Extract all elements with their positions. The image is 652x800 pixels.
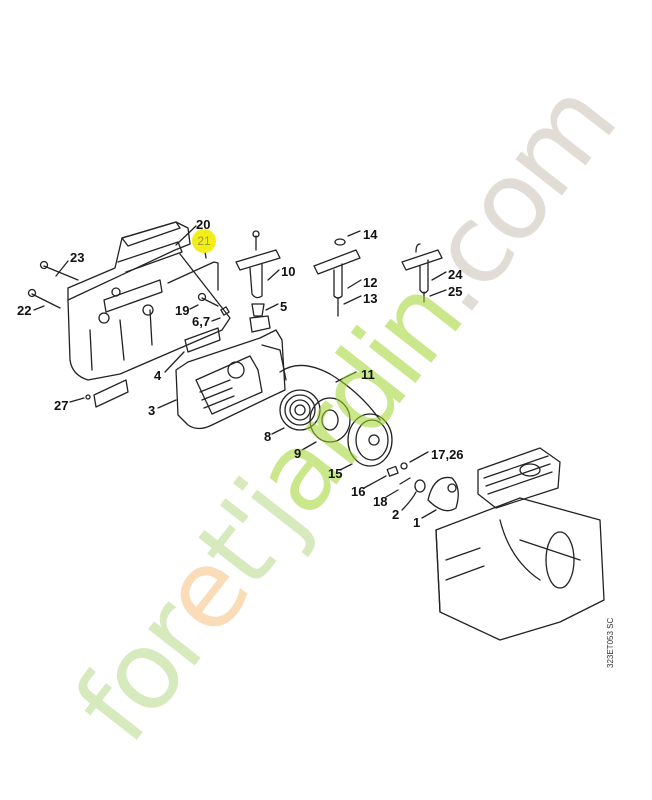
- callout-23[interactable]: 23: [70, 250, 85, 265]
- screw-22-part: [27, 288, 61, 309]
- grip-10-part: [235, 230, 281, 299]
- callout-14[interactable]: 14: [363, 227, 378, 242]
- callout-25[interactable]: 25: [448, 284, 463, 299]
- drawing-code: 323ET053 SC: [606, 617, 615, 668]
- spring-cover-9-part: [309, 397, 351, 443]
- callout-12[interactable]: 12: [363, 275, 378, 290]
- callout-17-26[interactable]: 17,26: [431, 447, 464, 462]
- screw-23-part: [39, 260, 79, 281]
- starter-cup-1-part: [427, 476, 459, 512]
- callout-16[interactable]: 16: [351, 484, 366, 499]
- rewind-spring-8-part: [279, 389, 321, 431]
- engine-crankcase-part: [435, 447, 605, 641]
- callout-6-7[interactable]: 6,7: [192, 314, 211, 329]
- grip-12-part: [313, 238, 361, 317]
- callout-18[interactable]: 18: [373, 494, 388, 509]
- callout-3[interactable]: 3: [148, 403, 156, 418]
- callout-21-highlighted[interactable]: 21: [192, 229, 216, 253]
- rod-21-part: [167, 261, 219, 291]
- callout-13[interactable]: 13: [363, 291, 378, 306]
- callout-27[interactable]: 27: [54, 398, 69, 413]
- callout-15[interactable]: 15: [328, 466, 343, 481]
- callout-19[interactable]: 19: [175, 303, 190, 318]
- callout-8[interactable]: 8: [264, 429, 272, 444]
- screw-19-part: [197, 292, 219, 307]
- callout-22[interactable]: 22: [17, 303, 32, 318]
- callout-11[interactable]: 11: [361, 367, 375, 382]
- rope-rotor-15-part: [347, 413, 393, 467]
- callout-24[interactable]: 24: [448, 267, 463, 282]
- clip-18-part: [399, 477, 411, 485]
- callout-10[interactable]: 10: [281, 264, 296, 279]
- grip-24-part: [401, 243, 443, 303]
- callout-20[interactable]: 20: [196, 217, 211, 232]
- callout-1[interactable]: 1: [413, 515, 421, 530]
- nut-2-part: [414, 479, 426, 493]
- callout-2[interactable]: 2: [392, 507, 400, 522]
- callout-9[interactable]: 9: [294, 446, 302, 461]
- pawl-16-part: [386, 465, 399, 477]
- bushing-5-part: [251, 303, 265, 317]
- left-cover-part: [67, 221, 231, 381]
- callout-5[interactable]: 5: [280, 299, 288, 314]
- washer-17-part: [400, 462, 408, 470]
- callout-4[interactable]: 4: [154, 368, 162, 383]
- rope-11-part: [279, 364, 381, 421]
